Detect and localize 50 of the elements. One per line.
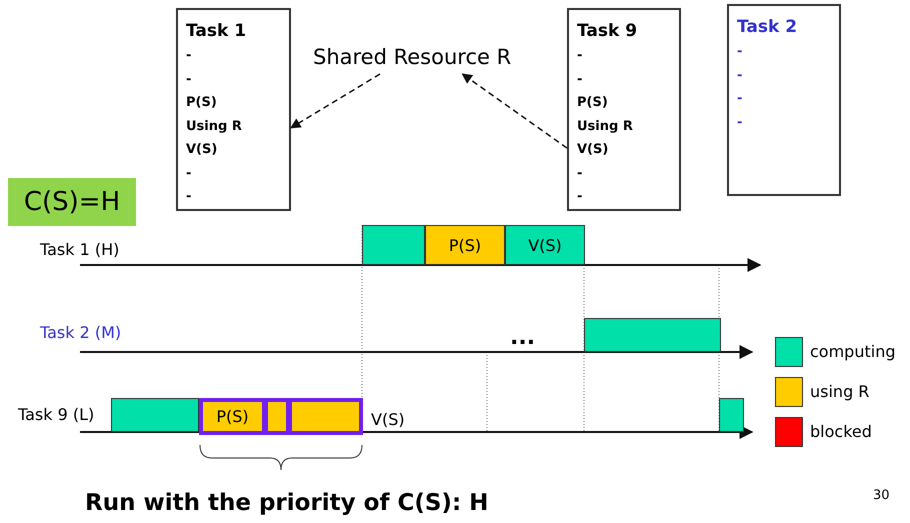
bar-label: P(S) (216, 407, 249, 426)
computing-bar (505, 225, 585, 265)
computing-bar (719, 398, 744, 432)
code-line: - (577, 70, 584, 88)
timeline-label: Task 2 (M) (40, 323, 122, 342)
bar-label: P(S) (448, 236, 482, 254)
ellipsis: ... (510, 325, 536, 350)
task-title: Task 9 (577, 20, 638, 43)
computing-bar (362, 225, 425, 265)
computing-bar (111, 398, 199, 432)
computing-bar (584, 318, 721, 352)
code-line: - (737, 66, 744, 84)
legend-label: blocked (810, 422, 872, 441)
code-line: - (737, 43, 744, 61)
resource-name: Shared Resource R (313, 45, 512, 69)
code-line: - (577, 188, 584, 206)
code-line: - (186, 188, 192, 206)
ceiling-badge (8, 178, 136, 226)
dashed-arrow (462, 73, 568, 149)
footnote: Run with the priority of C(S): H (85, 490, 488, 516)
code-line: - (186, 164, 192, 182)
page-number: 30 (873, 488, 890, 503)
bar-label: C(S)=H (24, 187, 120, 217)
resource-bar (425, 225, 505, 265)
code-line: - (186, 47, 192, 65)
timeline-label: Task 9 (L) (18, 405, 94, 424)
resource-bar (264, 398, 290, 435)
task-card (176, 8, 291, 211)
code-line: Using R (186, 118, 243, 136)
bar-label: V(S) (528, 236, 562, 254)
task-card (727, 4, 841, 196)
dashed-arrow (290, 73, 380, 128)
code-line: - (577, 164, 584, 182)
code-line: - (577, 47, 584, 65)
code-line: V(S) (577, 141, 610, 159)
code-line: - (737, 114, 744, 132)
event-label: V(S) (371, 410, 405, 429)
code-line: V(S) (186, 141, 218, 159)
code-line: - (186, 70, 192, 88)
legend-label: computing (810, 342, 896, 361)
task-title: Task 2 (737, 16, 798, 39)
resource-bar (199, 398, 266, 435)
code-line: P(S) (577, 94, 609, 112)
task-card (567, 8, 681, 211)
timeline-label: Task 1 (H) (40, 240, 120, 259)
task-title: Task 1 (186, 20, 248, 43)
code-line: Using R (577, 118, 634, 136)
code-line: P(S) (186, 94, 218, 112)
legend-label: using R (810, 382, 870, 401)
code-line: - (737, 90, 744, 108)
